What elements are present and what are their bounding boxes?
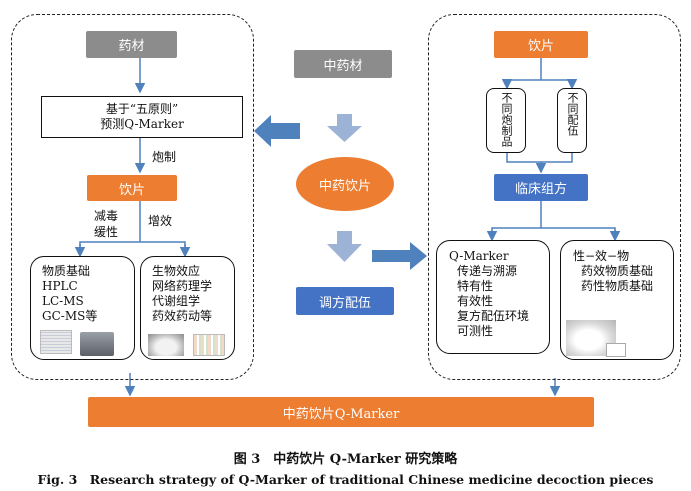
- material-line: LC-MS: [42, 294, 84, 308]
- qmarker-features-box: Q-Marker 传递与溯源 特有性 有效性 复方配伍环境 可测性: [436, 240, 550, 354]
- material-line: HPLC: [42, 279, 78, 293]
- diff-processing-box: 不同炮制品: [486, 88, 526, 153]
- property-line: 药性物质基础: [581, 279, 654, 293]
- qmarker-line: 可测性: [457, 324, 494, 338]
- material-line: 物质基础: [42, 264, 91, 278]
- qmarker-bottom-bar: 中药饮片Q-Marker: [88, 397, 594, 427]
- decoction-pieces-box-left: 饮片: [87, 175, 177, 201]
- raw-herb-box: 药材: [86, 31, 177, 58]
- decoction-pieces-box-right: 饮片: [494, 31, 588, 58]
- bio-line: 网络药理学: [152, 279, 213, 293]
- diff-compat-box: 不同配伍: [557, 88, 587, 153]
- processing-label: 炮制: [152, 150, 177, 164]
- detox-label: 减毒 缓性: [94, 209, 119, 239]
- clinical-formula-box: 临床组方: [494, 174, 588, 201]
- arrow-down-center-2: [327, 231, 362, 262]
- qmarker-line: 特有性: [457, 279, 494, 293]
- bio-line: 药效药动等: [152, 309, 213, 323]
- right-panel: [428, 14, 681, 380]
- predict-line: 预测Q-Marker: [100, 117, 184, 131]
- instrument-image: [80, 332, 114, 356]
- predict-qmarker-box: 基于“五原则” 预测Q-Marker: [41, 96, 243, 138]
- arrow-left-big: [254, 115, 300, 147]
- pot-frame: [606, 343, 626, 357]
- material-line: GC-MS等: [42, 309, 98, 323]
- qmarker-line: 有效性: [457, 294, 494, 308]
- property-line: 性−效−物: [573, 249, 630, 263]
- qmarker-line: 复方配伍环境: [457, 309, 530, 323]
- synergy-label: 增效: [148, 214, 173, 228]
- decoction-pieces-ellipse: 中药饮片: [296, 157, 394, 211]
- arrow-down-center-1: [327, 114, 362, 142]
- diff-compat-label: 不同配伍: [566, 92, 579, 136]
- diff-processing-label: 不同炮制品: [500, 92, 513, 147]
- caption-en: Fig. 3 Research strategy of Q-Marker of …: [37, 472, 654, 487]
- rat-image: [148, 334, 184, 356]
- bio-line: 生物效应: [152, 264, 201, 278]
- property-line: 药效物质基础: [581, 264, 654, 278]
- table-image: [40, 330, 72, 354]
- caption-cn: 图 3 中药饮片 Q-Marker 研究策略: [233, 452, 458, 467]
- arrow-right-big: [372, 242, 427, 270]
- qmarker-line: 传递与溯源: [457, 264, 518, 278]
- bio-line: 代谢组学: [152, 294, 201, 308]
- left-panel: [11, 14, 254, 380]
- predict-line: 基于“五原则”: [105, 102, 179, 116]
- qmarker-line: Q-Marker: [449, 249, 509, 263]
- formula-compat-box: 调方配伍: [296, 287, 394, 315]
- tcm-material-box: 中药材: [294, 50, 392, 78]
- heatmap-image: [193, 334, 225, 356]
